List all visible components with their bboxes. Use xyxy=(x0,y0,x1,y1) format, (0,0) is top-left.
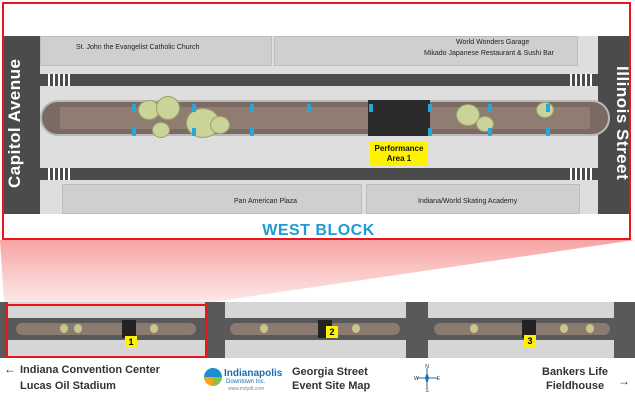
street-label-illinois-street: Illinois Street xyxy=(613,65,631,181)
label-st-john-church: St. John the Evangelist Catholic Church xyxy=(76,44,200,51)
light-post xyxy=(250,104,254,112)
building-south-west xyxy=(62,184,362,214)
west-block-detail-map: Performance Area 1 Capitol Avenue Illino… xyxy=(2,2,631,240)
logo-swirl-icon xyxy=(204,368,222,386)
building-south-east xyxy=(366,184,580,214)
destination-lucas-oil-stadium: Lucas Oil Stadium xyxy=(20,380,116,392)
left-arrow-icon: ← xyxy=(4,362,16,376)
label-skating-academy: Indiana/World Skating Academy xyxy=(418,198,518,205)
label-mikado-restaurant: Mikado Japanese Restaurant & Sushi Bar xyxy=(424,50,554,57)
overview-tree xyxy=(74,324,82,333)
south-road xyxy=(4,168,629,180)
light-post xyxy=(307,104,311,112)
overview-cross-street xyxy=(0,302,8,358)
overview-strip: 1 2 3 xyxy=(0,302,635,358)
light-post xyxy=(192,128,196,136)
indianapolis-downtown-logo: Indianapolis Downtown Inc. www.indydt.co… xyxy=(204,366,282,392)
map-title-line1: Georgia Street xyxy=(292,366,368,378)
crosswalk-west-north xyxy=(48,74,70,86)
overview-stage xyxy=(522,320,536,338)
compass-e: E xyxy=(437,376,441,382)
light-post xyxy=(369,104,373,112)
zoom-funnel xyxy=(0,240,635,302)
overview-cross-street xyxy=(205,302,225,358)
destination-fieldhouse: Fieldhouse xyxy=(546,380,605,392)
street-median xyxy=(40,100,610,136)
crosswalk-east-north xyxy=(570,74,592,86)
right-arrow-icon: → xyxy=(618,374,630,388)
light-post xyxy=(192,104,196,112)
light-post xyxy=(132,128,136,136)
light-post xyxy=(488,128,492,136)
label-world-wonders-garage: World Wonders Garage xyxy=(456,39,530,46)
performance-marker-2: 2 xyxy=(326,326,338,338)
light-post xyxy=(546,104,550,112)
section-title-west-block: WEST BLOCK xyxy=(262,222,375,239)
compass-w: W xyxy=(414,376,419,382)
overview-tree xyxy=(586,324,594,333)
light-post xyxy=(488,104,492,112)
north-road xyxy=(4,74,629,86)
overview-tree xyxy=(352,324,360,333)
building-north-east xyxy=(274,36,578,66)
tree xyxy=(210,116,230,134)
compass-icon: N S E W xyxy=(414,364,441,392)
crosswalk-east-south xyxy=(570,168,592,180)
overview-cross-street xyxy=(614,302,635,358)
destination-indiana-convention-center: Indiana Convention Center xyxy=(20,364,160,376)
label-pan-american-plaza: Pan American Plaza xyxy=(234,198,298,205)
tree xyxy=(152,122,170,138)
overview-tree xyxy=(150,324,158,333)
overview-tree xyxy=(470,324,478,333)
overview-stage xyxy=(122,320,136,338)
tree xyxy=(156,96,180,120)
overview-tree xyxy=(60,324,68,333)
tree xyxy=(536,102,554,118)
capitol-avenue-road xyxy=(4,36,40,214)
light-post xyxy=(428,104,432,112)
compass-n: N xyxy=(425,364,429,370)
overview-tree xyxy=(560,324,568,333)
overview-median xyxy=(230,323,400,335)
overview-tree xyxy=(260,324,268,333)
light-post xyxy=(428,128,432,136)
tree xyxy=(456,104,480,126)
destination-bankers-life: Bankers Life xyxy=(542,366,609,378)
performance-marker-3: 3 xyxy=(524,335,536,347)
street-label-capitol-avenue: Capitol Avenue xyxy=(5,58,24,188)
compass-s: S xyxy=(425,388,429,392)
logo-sub: Downtown Inc. xyxy=(226,379,266,385)
performance-marker-1: 1 xyxy=(125,336,137,348)
overview-cross-street xyxy=(406,302,428,358)
logo-name: Indianapolis xyxy=(224,368,283,379)
light-post xyxy=(250,128,254,136)
performance-stage xyxy=(368,100,430,136)
light-post xyxy=(132,104,136,112)
light-post xyxy=(546,128,550,136)
logo-url: www.indydt.com xyxy=(228,386,265,392)
performance-area-label: Performance Area 1 xyxy=(370,142,428,166)
map-title-line2: Event Site Map xyxy=(292,380,371,392)
west-block-highlight-frame xyxy=(5,304,207,358)
crosswalk-west-south xyxy=(48,168,70,180)
building-north-west xyxy=(40,36,272,66)
